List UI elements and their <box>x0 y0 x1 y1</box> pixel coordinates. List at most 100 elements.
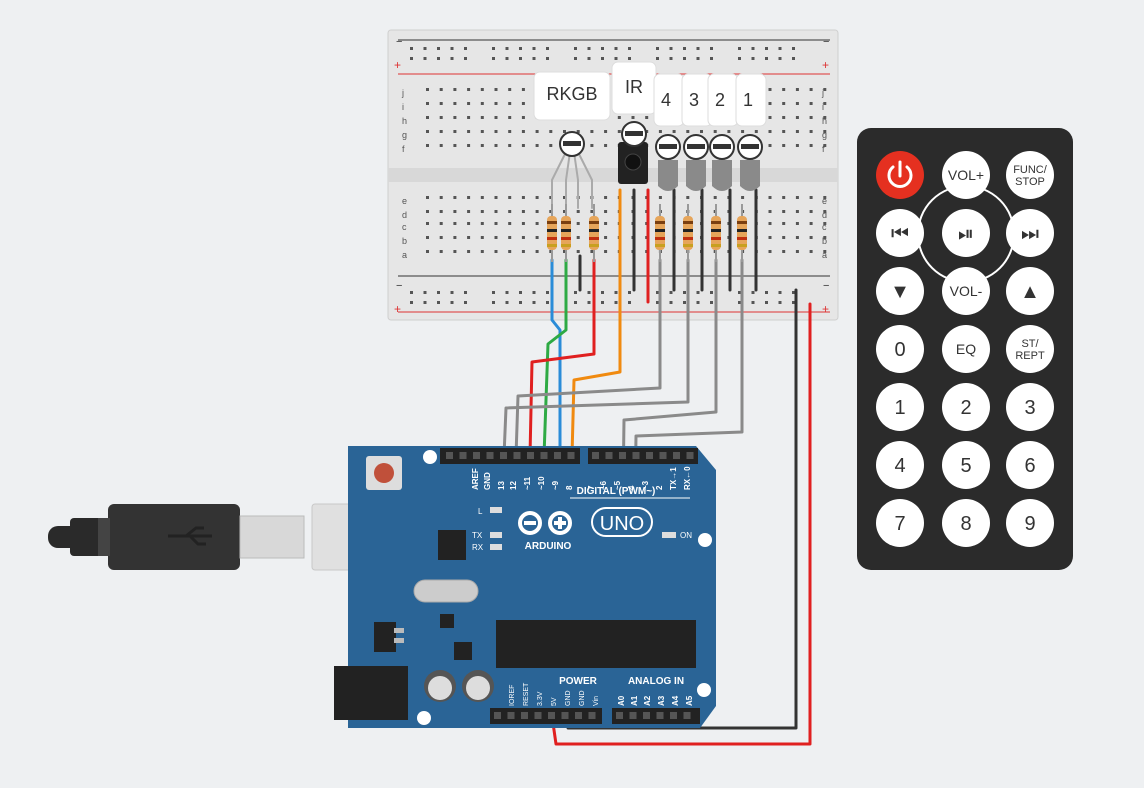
breadboard-hole[interactable] <box>426 196 429 199</box>
remote-button-eq[interactable]: EQ <box>942 325 990 373</box>
breadboard-hole[interactable] <box>521 102 525 105</box>
breadboard-hole[interactable] <box>467 144 471 147</box>
breadboard-hole[interactable] <box>546 301 549 304</box>
breadboard-hole[interactable] <box>494 210 498 213</box>
power-header[interactable] <box>490 708 602 724</box>
breadboard-hole[interactable] <box>437 47 440 50</box>
remote-button-eight[interactable]: 8 <box>942 499 990 547</box>
breadboard-hole[interactable] <box>576 210 580 213</box>
breadboard-hole[interactable] <box>628 57 631 60</box>
breadboard-hole[interactable] <box>590 250 594 253</box>
header-pin[interactable] <box>540 452 548 459</box>
breadboard-hole[interactable] <box>480 236 484 239</box>
breadboard-hole[interactable] <box>741 196 745 199</box>
breadboard-hole[interactable] <box>410 301 413 304</box>
breadboard-hole[interactable] <box>778 57 782 60</box>
breadboard-hole[interactable] <box>519 301 522 304</box>
header-pin[interactable] <box>534 712 542 719</box>
breadboard-hole[interactable] <box>823 222 827 225</box>
breadboard-hole[interactable] <box>480 130 484 133</box>
remote-button-vol-minus[interactable]: VOL- <box>942 267 990 315</box>
breadboard-hole[interactable] <box>823 210 827 213</box>
header-pin[interactable] <box>592 452 599 459</box>
breadboard-hole[interactable] <box>426 222 429 225</box>
breadboard-hole[interactable] <box>439 236 443 239</box>
breadboard-hole[interactable] <box>521 88 525 91</box>
breadboard-hole[interactable] <box>453 130 457 133</box>
breadboard-hole[interactable] <box>683 47 686 50</box>
breadboard-hole[interactable] <box>669 301 673 304</box>
breadboard-hole[interactable] <box>492 291 495 294</box>
breadboard-hole[interactable] <box>426 88 429 91</box>
breadboard-hole[interactable] <box>782 196 786 199</box>
breadboard-hole[interactable] <box>467 130 471 133</box>
breadboard-hole[interactable] <box>601 57 604 60</box>
breadboard-hole[interactable] <box>439 130 443 133</box>
remote-button-four[interactable]: 4 <box>876 441 924 489</box>
header-pin[interactable] <box>459 452 467 459</box>
header-pin[interactable] <box>605 452 613 459</box>
breadboard-hole[interactable] <box>768 102 772 105</box>
breadboard-hole[interactable] <box>710 57 713 60</box>
breadboard-hole[interactable] <box>439 196 443 199</box>
breadboard-hole[interactable] <box>683 57 686 60</box>
breadboard-hole[interactable] <box>795 222 799 225</box>
breadboard-hole[interactable] <box>535 144 539 147</box>
breadboard-hole[interactable] <box>532 47 536 50</box>
breadboard-hole[interactable] <box>508 102 512 105</box>
breadboard-hole[interactable] <box>604 144 608 147</box>
header-pin[interactable] <box>619 452 626 459</box>
breadboard-hole[interactable] <box>792 57 795 60</box>
breadboard-hole[interactable] <box>576 236 580 239</box>
breadboard-hole[interactable] <box>696 47 700 50</box>
breadboard-hole[interactable] <box>576 250 580 253</box>
header-pin[interactable] <box>673 452 680 459</box>
breadboard-hole[interactable] <box>410 47 413 50</box>
breadboard-hole[interactable] <box>696 57 700 60</box>
breadboard-hole[interactable] <box>765 47 768 50</box>
remote-button-st-rept[interactable]: ST/REPT <box>1006 325 1054 373</box>
breadboard-hole[interactable] <box>549 250 553 253</box>
breadboard-hole[interactable] <box>768 144 772 147</box>
breadboard-hole[interactable] <box>768 222 772 225</box>
breadboard-hole[interactable] <box>601 47 604 50</box>
breadboard-hole[interactable] <box>453 250 457 253</box>
breadboard-hole[interactable] <box>576 222 580 225</box>
breadboard-hole[interactable] <box>439 144 443 147</box>
breadboard-hole[interactable] <box>604 236 608 239</box>
breadboard-hole[interactable] <box>823 116 827 119</box>
breadboard-hole[interactable] <box>669 57 673 60</box>
breadboard-hole[interactable] <box>535 236 539 239</box>
resistor[interactable] <box>561 204 571 262</box>
breadboard-hole[interactable] <box>467 210 471 213</box>
breadboard-hole[interactable] <box>795 144 799 147</box>
breadboard-hole[interactable] <box>439 210 443 213</box>
breadboard-hole[interactable] <box>492 301 495 304</box>
breadboard-hole[interactable] <box>467 250 471 253</box>
breadboard-hole[interactable] <box>768 130 772 133</box>
remote-button-zero[interactable]: 0 <box>876 325 924 373</box>
header-pin[interactable] <box>670 712 677 719</box>
breadboard-hole[interactable] <box>480 102 484 105</box>
breadboard-hole[interactable] <box>505 301 509 304</box>
breadboard-hole[interactable] <box>426 130 429 133</box>
led-3[interactable]: 3 <box>681 73 713 191</box>
breadboard-hole[interactable] <box>574 47 577 50</box>
breadboard-hole[interactable] <box>614 57 618 60</box>
remote-button-two[interactable]: 2 <box>942 383 990 431</box>
breadboard-hole[interactable] <box>426 102 429 105</box>
breadboard-hole[interactable] <box>508 88 512 91</box>
breadboard-hole[interactable] <box>751 291 755 294</box>
breadboard-hole[interactable] <box>521 250 525 253</box>
wire-gray-led3[interactable] <box>502 258 690 458</box>
breadboard-hole[interactable] <box>494 250 498 253</box>
breadboard-hole[interactable] <box>604 130 608 133</box>
remote-button-down[interactable]: ▼ <box>876 267 924 315</box>
breadboard-hole[interactable] <box>453 88 457 91</box>
breadboard-hole[interactable] <box>576 130 580 133</box>
breadboard-hole[interactable] <box>574 291 577 294</box>
breadboard-hole[interactable] <box>492 47 495 50</box>
